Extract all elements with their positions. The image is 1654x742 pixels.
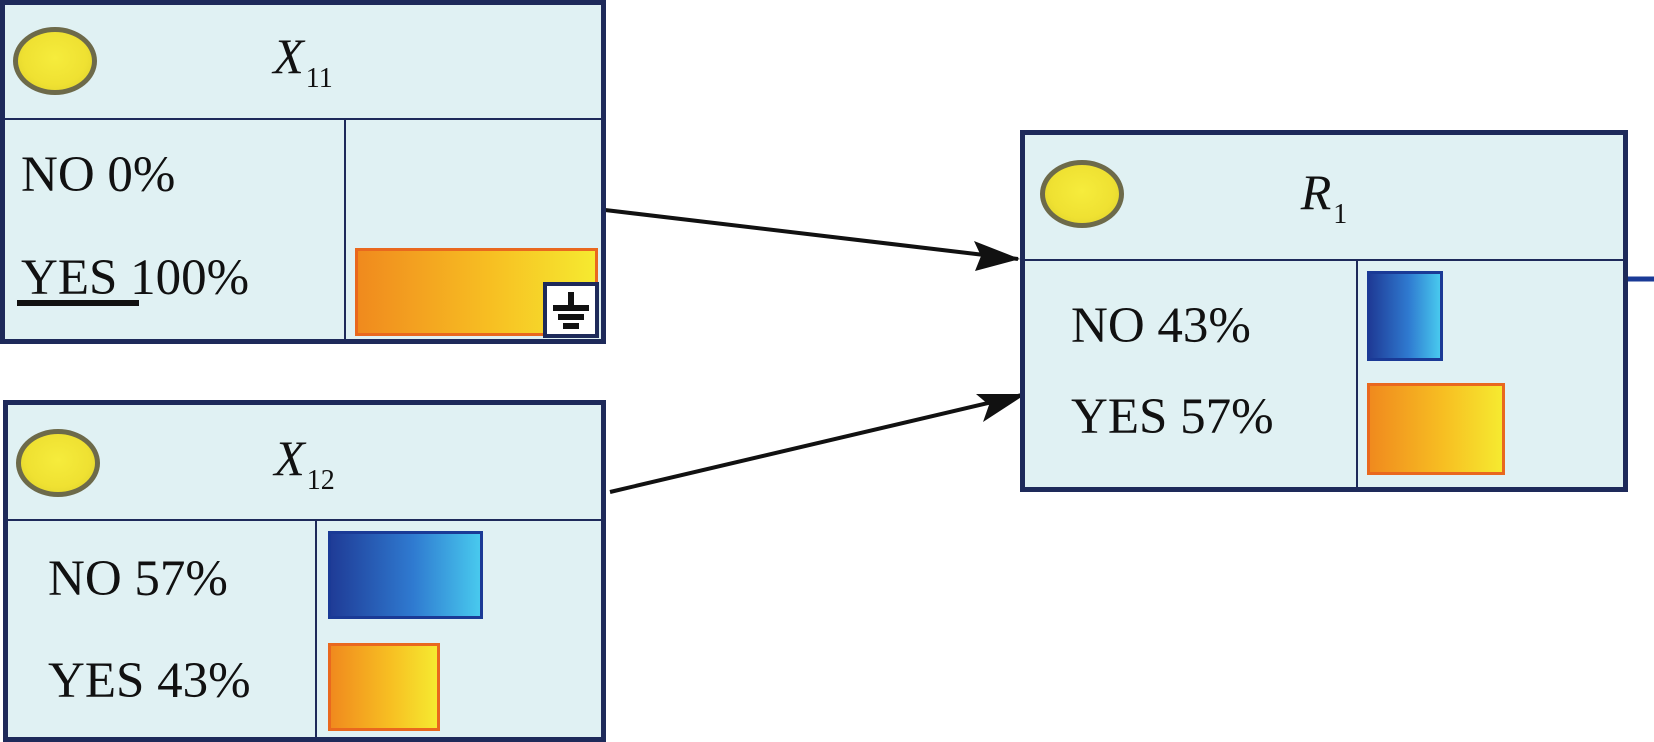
node-x12-title: X12 (274, 430, 335, 496)
edge-x11-r1-arrowhead (974, 241, 1020, 271)
node-x11-header: X11 (5, 5, 601, 120)
evidence-ground-icon[interactable] (543, 282, 599, 338)
node-x12-body: NO 57% YES 43% (8, 521, 601, 737)
lightbulb-icon (13, 27, 97, 95)
node-x11-body: NO 0% YES 100% (5, 120, 601, 339)
edge-x12-r1 (609, 393, 1023, 494)
node-x12-header: X12 (8, 405, 601, 521)
node-x12[interactable]: X12 NO 57% YES 43% (3, 400, 606, 742)
node-x12-state-no[interactable]: NO 57% (48, 551, 228, 607)
node-x11-state-no[interactable]: NO 0% (21, 147, 176, 203)
node-r1-bar-no (1367, 271, 1443, 361)
lightbulb-icon (16, 429, 100, 497)
node-x11-title: X11 (273, 28, 333, 94)
node-r1[interactable]: R1 NO 43% YES 57% (1020, 130, 1628, 492)
node-x11-state-yes[interactable]: YES 100% (21, 250, 250, 306)
node-x11[interactable]: X11 NO 0% YES 100% (0, 0, 606, 344)
node-x11-divider (344, 120, 346, 339)
node-r1-state-no[interactable]: NO 43% (1071, 298, 1251, 354)
lightbulb-icon (1040, 160, 1124, 228)
node-r1-divider (1356, 261, 1358, 487)
node-x12-bar-yes (328, 643, 440, 731)
node-r1-title: R1 (1300, 164, 1348, 230)
node-r1-bar-yes (1367, 383, 1505, 475)
node-x12-state-yes[interactable]: YES 43% (48, 653, 251, 709)
node-x12-bar-no (328, 531, 483, 619)
edge-x11-r1 (604, 208, 1019, 261)
node-r1-state-yes[interactable]: YES 57% (1071, 389, 1274, 445)
node-r1-body: NO 43% YES 57% (1025, 261, 1623, 487)
edge-x12-r1-arrowhead (976, 394, 1026, 422)
node-r1-header: R1 (1025, 135, 1623, 261)
node-x12-divider (315, 521, 317, 737)
evidence-underline (17, 300, 139, 306)
